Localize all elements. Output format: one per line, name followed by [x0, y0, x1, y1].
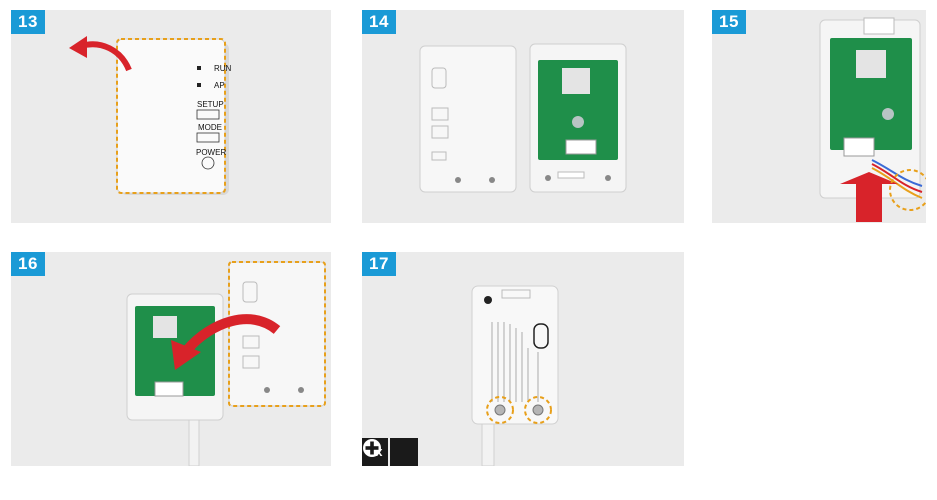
screw-icon: [494, 404, 506, 416]
step-17-panel: 17 2x: [362, 252, 684, 466]
back-cover: [419, 45, 517, 193]
power-label: POWER: [196, 148, 227, 157]
attach-arrow-head-icon: [171, 340, 201, 370]
rating-label: [491, 322, 539, 402]
attach-arrow-icon: [183, 314, 281, 354]
run-led: [197, 66, 201, 70]
step-number: 14: [362, 10, 396, 34]
step-14-panel: 14: [362, 10, 684, 223]
pcb-board: [538, 60, 618, 160]
insert-arrow-icon: [840, 172, 898, 222]
power-button: [201, 156, 215, 170]
pcb-board: [830, 38, 912, 150]
wifi-logo-icon: [533, 323, 549, 349]
step-14-illustration: [419, 43, 627, 193]
setup-button: [196, 109, 220, 120]
step-15-illustration: [819, 17, 926, 222]
highlight-circle: [486, 396, 514, 424]
highlight-circle: [524, 396, 552, 424]
step-16-illustration: [126, 261, 326, 466]
adapter-back: [471, 285, 559, 425]
screw-icon: [532, 404, 544, 416]
phillips-screwdriver-icon: [363, 438, 419, 466]
highlight-outline: [116, 38, 226, 194]
setup-label: SETUP: [197, 100, 224, 109]
cable: [481, 423, 495, 466]
screw-count-badge: 2x: [362, 438, 419, 466]
step-13-illustration: [69, 36, 229, 195]
step-17-illustration: [471, 285, 559, 466]
mode-label: MODE: [198, 123, 222, 132]
step-16-panel: 16: [11, 252, 331, 466]
mode-button: [196, 132, 220, 143]
adapter-front-cover: [116, 38, 226, 194]
step-number: 15: [712, 10, 746, 34]
highlight-circle: [889, 169, 926, 211]
step-number: 16: [11, 252, 45, 276]
step-number: 13: [11, 10, 45, 34]
ap-label: AP: [214, 81, 225, 90]
ap-led: [197, 83, 201, 87]
connector: [843, 137, 875, 157]
run-label: RUN: [214, 64, 232, 73]
lift-arrow-head-icon: [69, 36, 87, 58]
cable: [188, 419, 200, 466]
step-15-panel: 15: [712, 10, 926, 223]
step-number: 17: [362, 252, 396, 276]
highlight-outline: [228, 261, 326, 407]
step-13-panel: 13 RUN AP SETUP MODE POWER: [11, 10, 331, 223]
